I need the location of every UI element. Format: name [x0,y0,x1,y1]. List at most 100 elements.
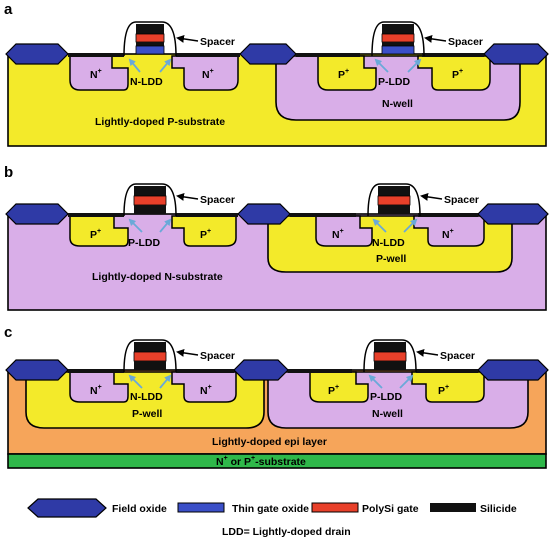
silicide-strip [288,369,352,373]
n-plus-drain [171,371,237,403]
silicide-gate [134,186,166,196]
gate-base [134,361,166,370]
ldd-definition: LDD= Lightly-doped drain [222,526,351,538]
silicide-strip [422,53,484,57]
polysi-gate [133,195,167,206]
ldd-label: P-LDD [128,237,160,249]
panel-b: b Spacer [4,164,549,311]
spacer [123,183,177,217]
n-plus-source [69,371,129,403]
panel-letter: c [4,324,12,341]
n-plus-source [69,55,129,91]
source-drain-label: N+ [90,68,102,81]
source-drain-label: P+ [200,228,211,241]
silicide-strip [296,53,360,57]
field-oxide-icon [5,359,69,381]
silicide-gate [382,24,414,34]
polysi-gate [373,351,407,362]
source-drain-label: N+ [442,228,454,241]
silicide-strip [68,53,124,57]
well-label: P-well [376,253,406,265]
silicide-strip [68,369,124,373]
source-drain-label: N+ [200,384,212,397]
silicide-strip [68,213,124,217]
ldd-arrow [374,58,389,73]
spacer-pointer [424,34,447,43]
panel-a: a [4,1,549,147]
source-drain-label: P+ [338,68,349,81]
source-drain-label: P+ [452,68,463,81]
ldd-arrow [128,374,143,389]
ldd-arrow [407,58,422,73]
spacer [123,339,177,373]
legend-polysi-gate: PolySi gate [362,503,419,515]
p-plus-drain [417,55,491,91]
spacer-label: Spacer [200,350,235,362]
spacer [123,21,177,57]
silicide-swatch [430,503,476,512]
polysi-gate [133,351,167,362]
ldd-arrow [128,58,141,73]
spacer-label: Spacer [440,350,475,362]
spacer-label: Spacer [200,194,235,206]
panel-letter: a [4,1,13,18]
substrate-label: Lightly-doped N-substrate [92,271,223,283]
thin-gate-oxide [381,45,415,55]
source-drain-label: N+ [202,68,214,81]
spacer-label: Spacer [448,36,483,48]
ldd-label: P-LDD [370,391,402,403]
legend-field-oxide: Field oxide [112,503,167,515]
epi-label: Lightly-doped epi layer [212,436,327,448]
legend-silicide: Silicide [480,503,517,515]
well-label: N-well [382,98,413,110]
field-oxide-icon [483,43,549,65]
spacer-pointer [420,192,443,201]
spacer-pointer [176,34,199,43]
field-oxide-icon [477,359,549,381]
ldd-arrow [159,58,172,73]
panel-c: c [4,324,549,469]
spacer-pointer [416,348,439,357]
silicide-gate [374,342,406,352]
base-substrate-label: N+ or P+-substrate [216,455,306,468]
silicide-gate [134,342,166,352]
substrate-label: Lightly-doped P-substrate [95,116,225,128]
p-plus-source [69,215,129,247]
silicide-strip [418,213,478,217]
ldd-label: N-LDD [372,237,405,249]
thin-gate-oxide [135,45,165,55]
ldd-arrow [372,218,387,233]
source-drain-label: P+ [438,384,449,397]
source-drain-label: P+ [328,384,339,397]
ldd-label: P-LDD [378,76,410,88]
panel-letter: b [4,164,13,181]
gate-silicide-layer [136,42,164,46]
field-oxide-icon [233,359,289,381]
p-plus-source [317,55,377,91]
silicide-strip [176,213,238,217]
p-plus-drain [411,371,485,403]
ldd-label: N-LDD [130,76,163,88]
spacer-label: Spacer [444,194,479,206]
ldd-label: N-LDD [130,391,163,403]
field-oxide-icon [239,43,297,65]
silicide-strip [176,369,234,373]
p-plus-drain [171,215,237,247]
n-plus-source [315,215,373,247]
silicide-strip [416,369,478,373]
thin-gate-oxide-swatch [177,502,225,513]
n-plus-drain [171,55,239,91]
polysi-gate [377,195,411,206]
source-drain-label: N+ [90,384,102,397]
field-oxide-icon [237,203,291,225]
silicide-gate [136,24,164,34]
spacer-label: Spacer [200,36,235,48]
silicide-strip [176,53,240,57]
base-substrate [7,453,547,469]
silicide-strip [290,213,356,217]
polysi-gate-swatch [311,502,359,513]
field-oxide-icon [5,203,69,225]
spacer [363,339,417,373]
ldd-arrow [128,218,143,233]
